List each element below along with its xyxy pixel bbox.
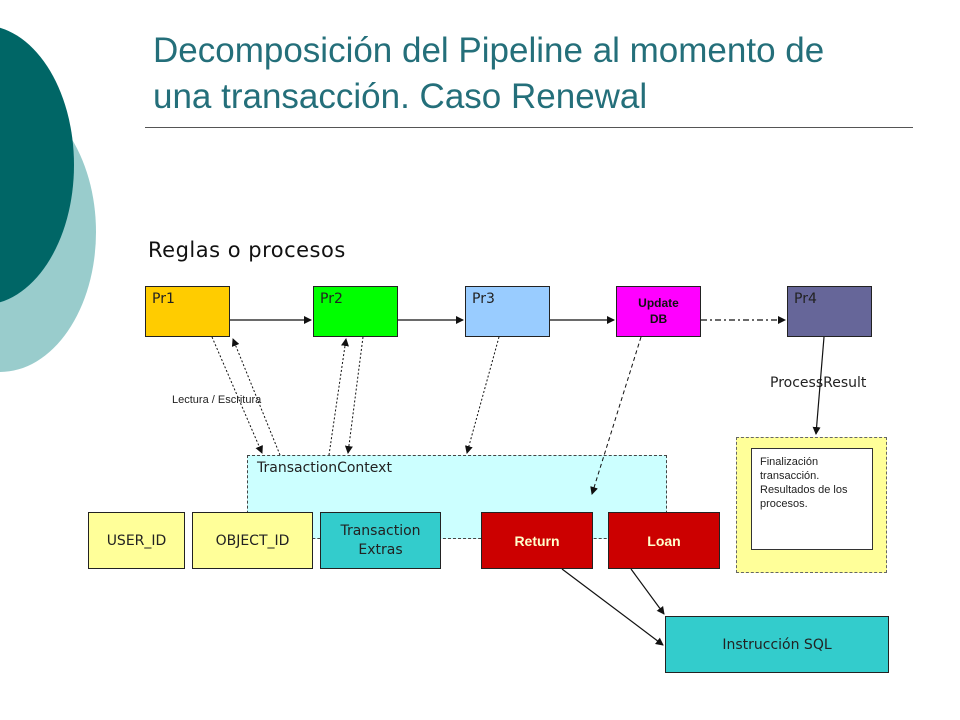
process-pr2-label: Pr2 [320, 291, 343, 307]
decorative-dark-circle [0, 27, 74, 303]
loan-box: Loan [608, 512, 720, 569]
slide-title: Decomposición del Pipeline al momento de… [153, 31, 825, 116]
process-pr3: Pr3 [465, 286, 550, 337]
process-update-db: Update DB [616, 286, 701, 337]
finalization-note: Finalización transacción. Resultados de … [751, 448, 873, 550]
subheading: Reglas o procesos [148, 238, 346, 262]
title-divider [145, 127, 913, 128]
return-label: Return [514, 532, 560, 549]
process-pr1: Pr1 [145, 286, 230, 337]
loan-label: Loan [647, 532, 681, 549]
sql-instruction-box: Instrucción SQL [665, 616, 889, 673]
transaction-context-title: TransactionContext [257, 460, 392, 476]
process-result-label: ProcessResult [770, 375, 867, 391]
update-db-line1: Update [638, 296, 679, 310]
return-box: Return [481, 512, 593, 569]
process-pr3-label: Pr3 [472, 291, 495, 307]
process-pr4: Pr4 [787, 286, 872, 337]
object-id-label: OBJECT_ID [215, 532, 290, 549]
user-id-label: USER_ID [106, 532, 167, 549]
sql-instruction-label: Instrucción SQL [722, 636, 832, 653]
process-pr2: Pr2 [313, 286, 398, 337]
update-db-line2: DB [649, 312, 668, 326]
transaction-extras-line2: Extras [358, 541, 403, 558]
transaction-extras-line1: Transaction [340, 522, 421, 539]
read-write-label: Lectura / Escritura [172, 394, 262, 406]
user-id-box: USER_ID [88, 512, 185, 569]
transaction-extras-box: Transaction Extras [320, 512, 441, 569]
process-pr4-label: Pr4 [794, 291, 817, 307]
process-pr1-label: Pr1 [152, 291, 175, 307]
object-id-box: OBJECT_ID [192, 512, 313, 569]
